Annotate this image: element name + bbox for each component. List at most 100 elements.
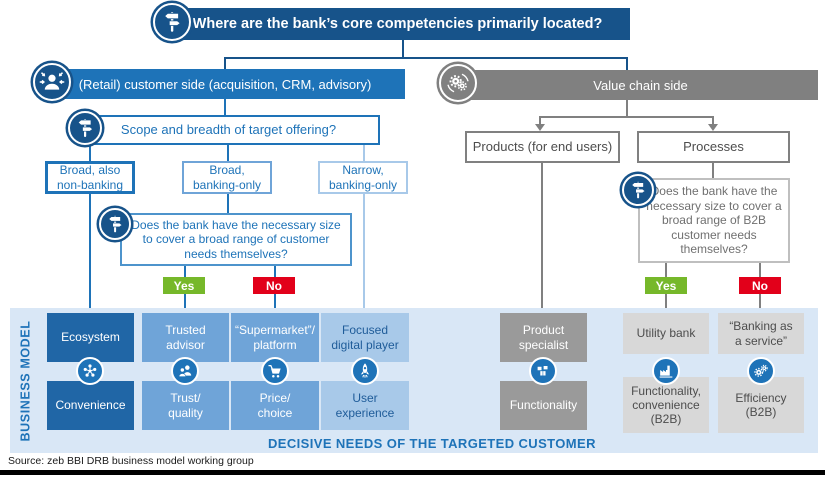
decisive-needs-label: DECISIVE NEEDS OF THE TARGETED CUSTOMER [268, 436, 596, 451]
signpost-icon [68, 111, 102, 145]
need-cell-efficiency-b2b: Efficiency (B2B) [718, 377, 804, 433]
connector [89, 194, 91, 313]
network-icon [76, 357, 104, 385]
model-cell-supermarket-platform: “Supermarket”/ platform [231, 313, 319, 362]
need-cell-trust-quality: Trust/ quality [142, 381, 229, 430]
axis-label: BUSINESS MODEL [18, 320, 33, 441]
packages-icon [529, 357, 557, 385]
option-broad-banking-only: Broad, banking-only [182, 161, 272, 194]
need-label: Price/ choice [257, 391, 293, 420]
processes-option-box: Processes [637, 131, 790, 163]
connector [626, 57, 628, 71]
size-question-box-right: Does the bank have the necessary size to… [638, 178, 790, 263]
connector [539, 116, 714, 118]
model-label: “Supermarket”/ platform [234, 323, 316, 352]
connector [665, 294, 667, 313]
customer-icon [33, 63, 71, 101]
need-label: Convenience [55, 398, 126, 413]
model-label: “Banking as a service” [729, 319, 793, 348]
need-label: Functionality [509, 398, 578, 413]
connector [626, 100, 628, 116]
model-label: Focused digital player [331, 323, 399, 352]
gears-icon [747, 357, 775, 385]
no-badge-right: No [739, 277, 781, 294]
customer-side-title: (Retail) customer side (acquisition, CRM… [78, 76, 372, 92]
model-label: Ecosystem [61, 330, 120, 345]
option-label: Broad, also non-banking [56, 163, 124, 192]
yes-badge-right: Yes [645, 277, 687, 294]
products-label: Products (for end users) [472, 139, 613, 155]
header-question-text: Where are the bank’s core competencies p… [192, 16, 603, 32]
business-model-axis: BUSINESS MODEL [10, 308, 40, 453]
connector [224, 99, 226, 115]
connector [363, 194, 365, 313]
value-chain-bar: Value chain side [463, 70, 818, 100]
model-cell-ecosystem: Ecosystem [47, 313, 134, 362]
connector [274, 294, 276, 313]
advisor-icon [171, 357, 199, 385]
connector [712, 116, 714, 125]
option-label: Broad, banking-only [192, 163, 262, 192]
need-cell-convenience: Convenience [47, 381, 134, 430]
model-cell-trusted-advisor: Trusted advisor [142, 313, 229, 362]
bottom-divider [0, 470, 825, 475]
connector [539, 116, 541, 125]
signpost-icon [622, 174, 654, 206]
arrow-down-icon [535, 124, 545, 131]
value-chain-title: Value chain side [593, 77, 688, 93]
rocket-icon [351, 357, 379, 385]
connector [184, 266, 186, 277]
connector [224, 57, 226, 70]
connector [665, 263, 667, 277]
processes-label: Processes [683, 139, 744, 155]
model-cell-utility-bank: Utility bank [623, 313, 709, 354]
option-narrow-banking-only: Narrow, banking-only [318, 161, 408, 194]
option-label: Narrow, banking-only [328, 163, 398, 192]
connector [184, 294, 186, 313]
no-label: No [266, 278, 282, 293]
connector [712, 163, 714, 178]
connector [227, 194, 229, 213]
need-label: Trust/ quality [168, 391, 203, 420]
no-label: No [752, 278, 768, 293]
connector [363, 145, 365, 161]
need-cell-functionality-convenience-b2b: Functionality, convenience (B2B) [623, 377, 709, 433]
connector [89, 145, 91, 161]
yes-label: Yes [173, 278, 195, 293]
size-question-text-right: Does the bank have the necessary size to… [646, 183, 782, 257]
connector [224, 57, 628, 59]
signpost-icon [99, 208, 131, 240]
factory-icon [652, 357, 680, 385]
size-question-box-left: Does the bank have the necessary size to… [120, 213, 352, 266]
scope-question-text: Scope and breadth of target offering? [120, 122, 337, 138]
model-cell-product-specialist: Product specialist [500, 313, 587, 362]
need-cell-price-choice: Price/ choice [231, 381, 319, 430]
need-label: Functionality, convenience (B2B) [631, 383, 701, 427]
need-label: User experience [335, 391, 395, 420]
model-cell-banking-as-a-service: “Banking as a service” [718, 313, 804, 354]
need-cell-functionality: Functionality [500, 381, 587, 430]
model-cell-focused-digital-player: Focused digital player [321, 313, 409, 362]
signpost-icon [153, 3, 191, 41]
connector [759, 294, 761, 313]
size-question-text-left: Does the bank have the necessary size to… [131, 217, 341, 261]
connector [274, 266, 276, 277]
connector [402, 40, 404, 57]
scope-question-box: Scope and breadth of target offering? [77, 115, 380, 145]
yes-badge-left: Yes [163, 277, 205, 294]
connector [759, 263, 761, 277]
model-label: Trusted advisor [165, 323, 206, 352]
products-option-box: Products (for end users) [465, 131, 620, 163]
model-label: Utility bank [636, 326, 696, 341]
cart-icon [261, 357, 289, 385]
gear-cycle-icon [439, 64, 477, 102]
arrow-down-icon [708, 124, 718, 131]
source-text: Source: zeb BBI DRB business model worki… [8, 455, 254, 467]
header-question-bar: Where are the bank’s core competencies p… [165, 8, 630, 40]
connector [227, 145, 229, 161]
customer-side-bar: (Retail) customer side (acquisition, CRM… [45, 69, 405, 99]
option-broad-non-banking: Broad, also non-banking [45, 161, 135, 194]
need-cell-user-experience: User experience [321, 381, 409, 430]
connector [541, 163, 543, 313]
